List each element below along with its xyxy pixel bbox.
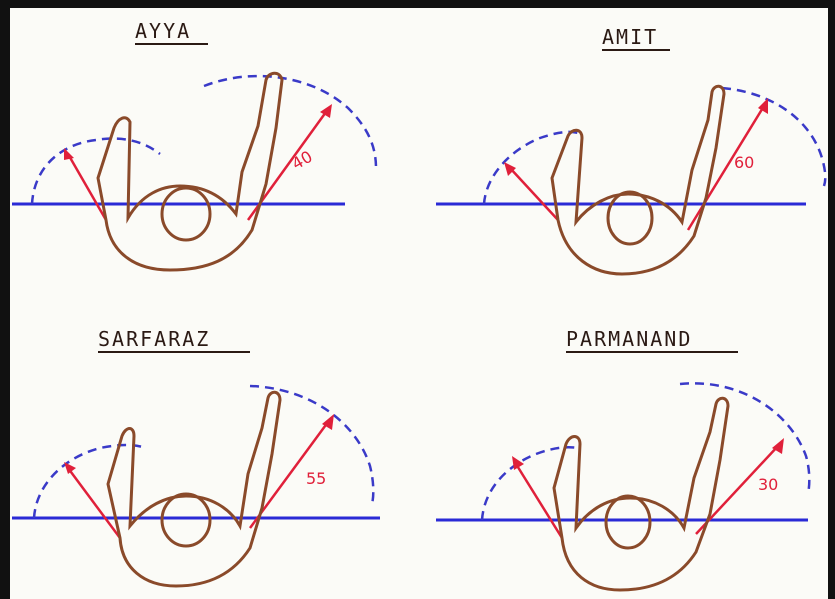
left-range-arc — [34, 445, 146, 518]
panel-name: AYYA — [135, 19, 191, 43]
angle-value: 55 — [306, 469, 326, 488]
drawing-paper: AYYA 40 AMIT — [10, 8, 828, 599]
angle-value: 40 — [289, 147, 316, 174]
head-outline — [608, 192, 652, 244]
left-arrowhead — [64, 462, 76, 474]
angle-value: 60 — [734, 153, 754, 172]
left-range-arc — [32, 139, 160, 204]
right-range-arc — [680, 383, 809, 494]
left-arm-arrow — [510, 168, 558, 220]
panel-name: AMIT — [602, 25, 658, 49]
head-outline — [606, 496, 650, 548]
head-outline — [162, 188, 210, 240]
body-outline — [552, 86, 724, 274]
body-outline — [554, 398, 728, 590]
panel-sarfaraz: SARFARAZ 55 — [12, 327, 380, 586]
diagram-sheet: AYYA 40 AMIT — [10, 8, 828, 599]
panel-ayya: AYYA 40 — [12, 19, 376, 270]
head-outline — [162, 494, 210, 546]
right-range-arc — [204, 76, 376, 168]
angle-value: 30 — [758, 475, 778, 494]
left-arrowhead — [64, 148, 74, 160]
panel-name: PARMANAND — [566, 327, 692, 351]
body-outline — [108, 392, 280, 586]
panel-parmanand: PARMANAND 30 — [436, 327, 809, 590]
panel-name: SARFARAZ — [98, 327, 210, 351]
panel-amit: AMIT 60 — [436, 25, 825, 274]
